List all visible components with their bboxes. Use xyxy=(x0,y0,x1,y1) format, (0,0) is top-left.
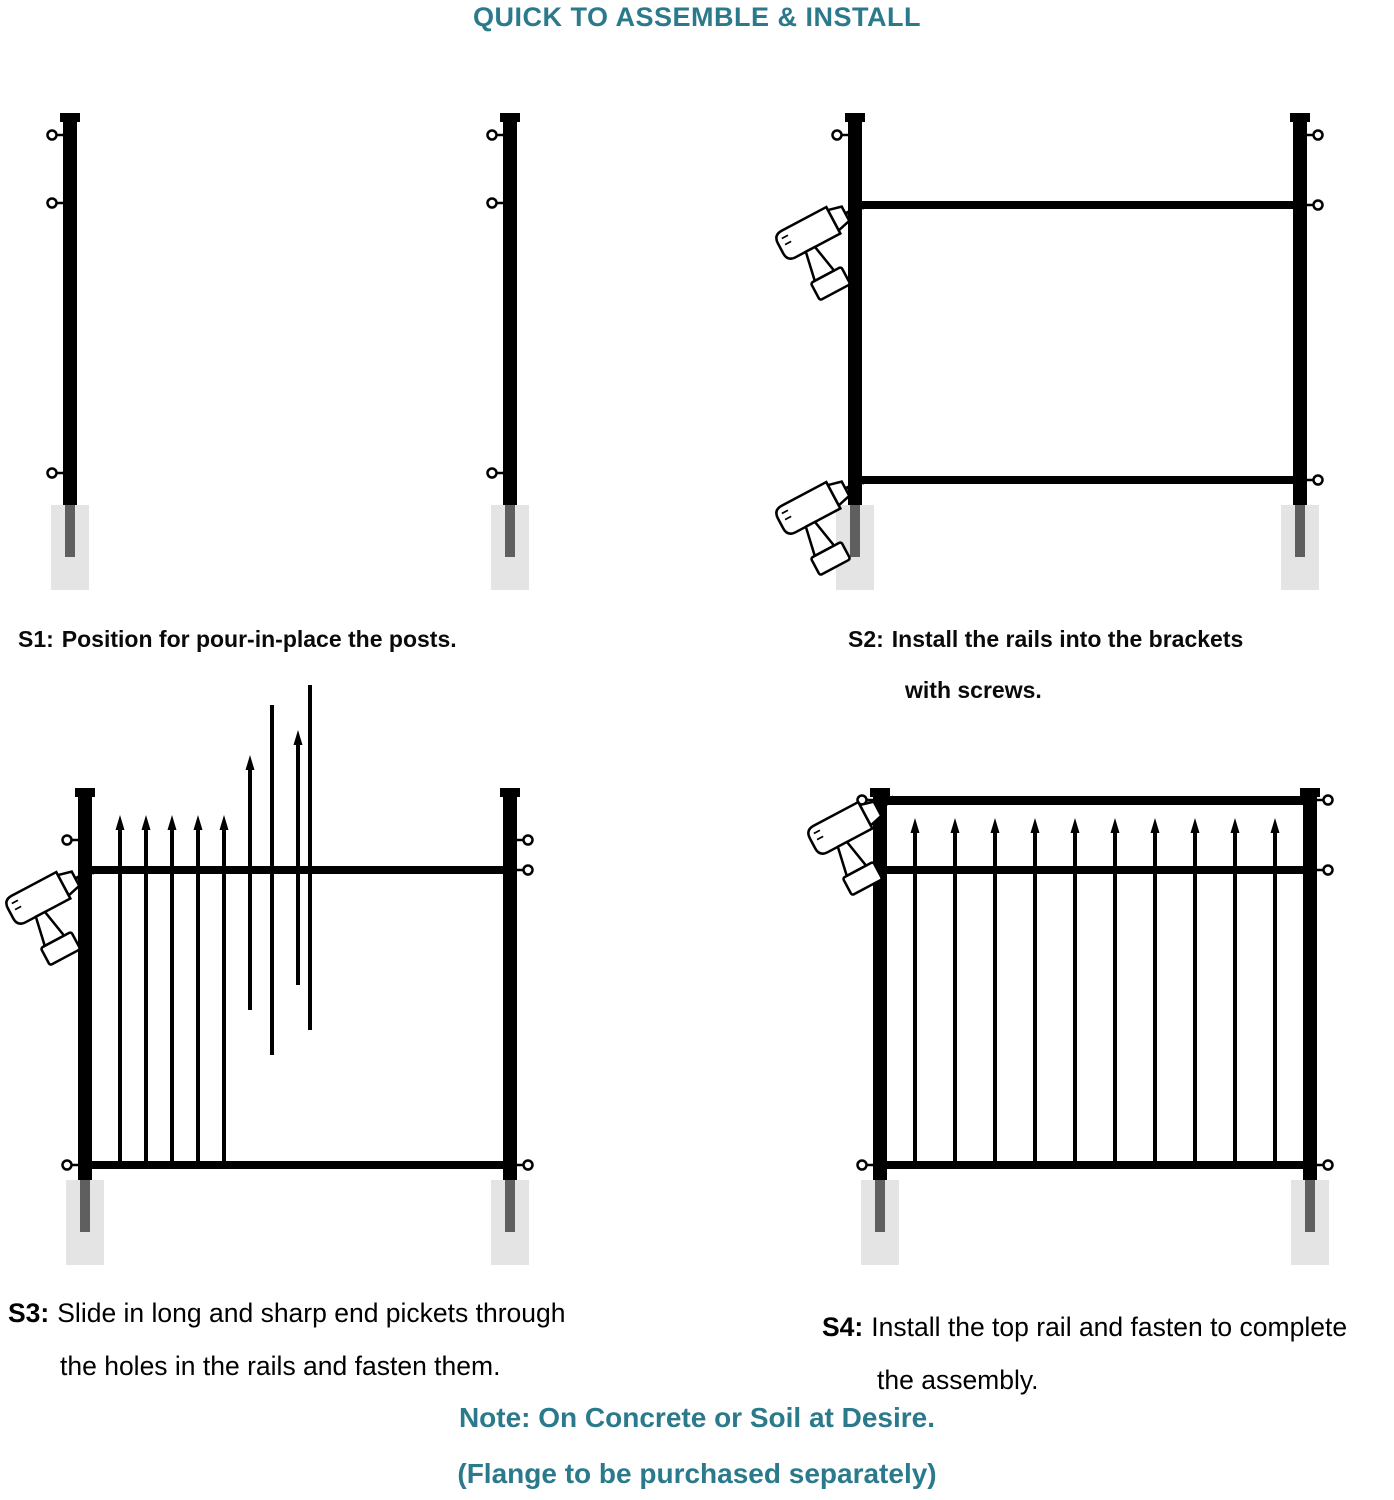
step4-text-line2: the assembly. xyxy=(877,1365,1039,1395)
step4-caption: S4:Install the top rail and fasten to co… xyxy=(822,1312,1347,1396)
picket-row xyxy=(910,818,1280,1165)
concrete-anchor-block xyxy=(491,1180,529,1265)
top-rail xyxy=(887,796,1303,805)
fence-post xyxy=(870,788,890,1180)
concrete-anchor-block xyxy=(861,1180,899,1265)
step2-caption: S2: Install the rails into the brackets w… xyxy=(848,626,1243,704)
note-line2: (Flange to be purchased separately) xyxy=(457,1458,937,1489)
step4-text: Install the top rail and fasten to compl… xyxy=(871,1312,1348,1342)
inserted-pickets xyxy=(115,815,229,1165)
fence-post xyxy=(60,113,80,505)
bracket-ring-icon xyxy=(856,794,1334,1171)
bracket-ring-icon xyxy=(46,129,505,479)
concrete-anchor-block xyxy=(1281,505,1319,590)
step3-text-line2: the holes in the rails and fasten them. xyxy=(60,1351,501,1381)
step2-diagram xyxy=(771,113,1324,590)
concrete-anchor-block xyxy=(51,505,89,590)
fence-post xyxy=(500,113,520,505)
step2-label: S2: xyxy=(848,626,884,652)
step1-caption: S1: Position for pour-in-place the posts. xyxy=(18,626,457,653)
lower-rail xyxy=(862,476,1293,484)
note-line1: Note: On Concrete or Soil at Desire. xyxy=(458,1402,936,1433)
concrete-anchor-block xyxy=(66,1180,104,1265)
step1-label: S1: xyxy=(18,626,54,652)
lower-rail xyxy=(887,1161,1303,1169)
step1-diagram xyxy=(46,113,529,590)
step3-diagram xyxy=(1,685,534,1265)
fence-post xyxy=(1300,788,1320,1180)
fence-post xyxy=(1290,113,1310,505)
bracket-ring-icon xyxy=(831,129,1324,486)
step4-diagram xyxy=(803,785,1334,1265)
fence-post xyxy=(500,788,520,1180)
step4-label: S4: xyxy=(822,1312,864,1342)
step2-text-line2: with screws. xyxy=(905,677,1042,703)
upper-rail xyxy=(887,866,1303,874)
concrete-anchor-block xyxy=(1291,1180,1329,1265)
concrete-anchor-block xyxy=(491,505,529,590)
fence-post xyxy=(845,113,865,505)
step3-label: S3: xyxy=(8,1298,50,1328)
step3-text: Slide in long and sharp end pickets thro… xyxy=(57,1298,566,1328)
page-title: QUICK TO ASSEMBLE & INSTALL xyxy=(472,2,921,32)
sliding-pickets xyxy=(245,685,312,1055)
step1-text: Position for pour-in-place the posts. xyxy=(61,626,457,652)
step2-text: Install the rails into the brackets xyxy=(891,626,1244,652)
lower-rail xyxy=(92,1161,503,1169)
step3-caption: S3:Slide in long and sharp end pickets t… xyxy=(8,1298,566,1382)
fence-post xyxy=(75,788,95,1180)
upper-rail xyxy=(862,201,1293,209)
